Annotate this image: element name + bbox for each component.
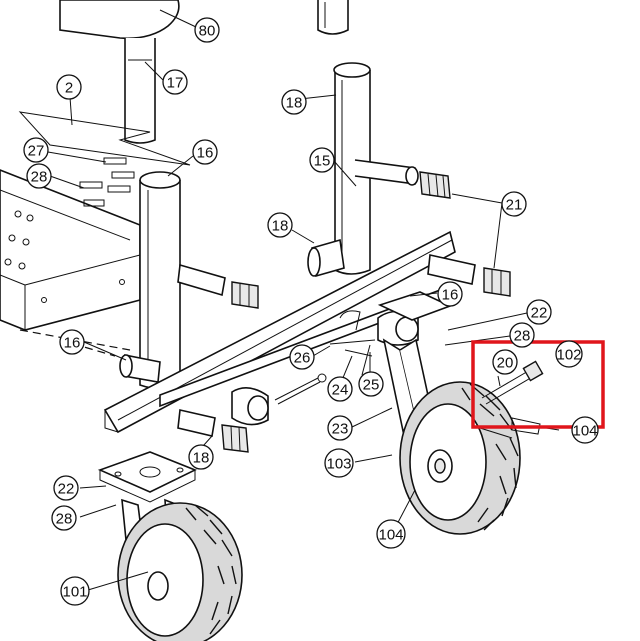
svg-text:16: 16: [442, 287, 459, 304]
svg-text:20: 20: [497, 355, 514, 372]
svg-text:102: 102: [556, 347, 581, 364]
callout-80: 80: [194, 17, 220, 43]
knob-right: [483, 267, 511, 297]
callout-22b: 22: [53, 475, 79, 501]
callout-27: 27: [23, 137, 49, 163]
seat-post: [124, 38, 156, 144]
svg-text:28: 28: [56, 511, 73, 528]
svg-text:104: 104: [572, 423, 597, 440]
svg-text:28: 28: [31, 169, 48, 186]
svg-text:28: 28: [514, 328, 531, 345]
callout-16c: 16: [59, 329, 85, 355]
front-wheel: [117, 502, 243, 641]
callout-104a: 104: [571, 416, 599, 444]
right-wheel: [399, 381, 541, 535]
svg-text:16: 16: [197, 145, 214, 162]
svg-text:104: 104: [378, 527, 403, 544]
callout-16a: 16: [192, 139, 218, 165]
callout-18b: 18: [267, 212, 293, 238]
svg-text:21: 21: [506, 197, 523, 214]
left-upright-tube: [139, 180, 181, 390]
callout-16b: 16: [437, 281, 463, 307]
axle-bolt-assembly: [481, 360, 544, 405]
svg-text:22: 22: [531, 305, 548, 322]
svg-text:15: 15: [314, 153, 331, 170]
callout-15: 15: [309, 147, 335, 173]
knob-left: [231, 281, 259, 309]
callout-28a: 28: [26, 163, 52, 189]
callout-23: 23: [327, 415, 353, 441]
svg-text:101: 101: [62, 584, 87, 601]
callout-104b: 104: [376, 519, 406, 549]
callout-2: 2: [56, 74, 82, 100]
callout-26: 26: [289, 344, 315, 370]
highlight-box: [471, 340, 605, 429]
knob-upper: [419, 171, 451, 199]
callout-25: 25: [358, 371, 384, 397]
knob-front: [221, 424, 249, 453]
svg-text:103: 103: [326, 456, 351, 473]
callout-28c: 28: [51, 505, 77, 531]
seat-pad: [59, 0, 180, 40]
upper-tube: [317, 0, 349, 35]
callout-28b: 28: [509, 322, 535, 348]
svg-text:27: 27: [28, 143, 45, 160]
svg-text:24: 24: [332, 382, 349, 399]
svg-text:18: 18: [193, 450, 210, 467]
svg-text:18: 18: [272, 218, 289, 235]
callout-103: 103: [324, 448, 354, 478]
svg-text:23: 23: [332, 421, 349, 438]
guard-plate: [18, 111, 191, 166]
side-panel: [0, 169, 141, 331]
svg-text:18: 18: [286, 95, 303, 112]
svg-text:25: 25: [363, 377, 380, 394]
callout-101: 101: [60, 576, 90, 606]
callout-22a: 22: [526, 299, 552, 325]
svg-text:2: 2: [65, 80, 73, 97]
callout-24: 24: [327, 376, 353, 402]
callout-17: 17: [162, 69, 188, 95]
callout-20: 20: [492, 349, 518, 375]
svg-text:17: 17: [167, 75, 184, 92]
svg-text:80: 80: [199, 23, 216, 40]
callout-18a: 18: [281, 89, 307, 115]
svg-text:22: 22: [58, 481, 75, 498]
callout-18c: 18: [188, 444, 214, 470]
callout-102: 102: [555, 340, 583, 368]
svg-text:16: 16: [64, 335, 81, 352]
callout-21: 21: [501, 191, 527, 217]
svg-text:26: 26: [294, 350, 311, 367]
